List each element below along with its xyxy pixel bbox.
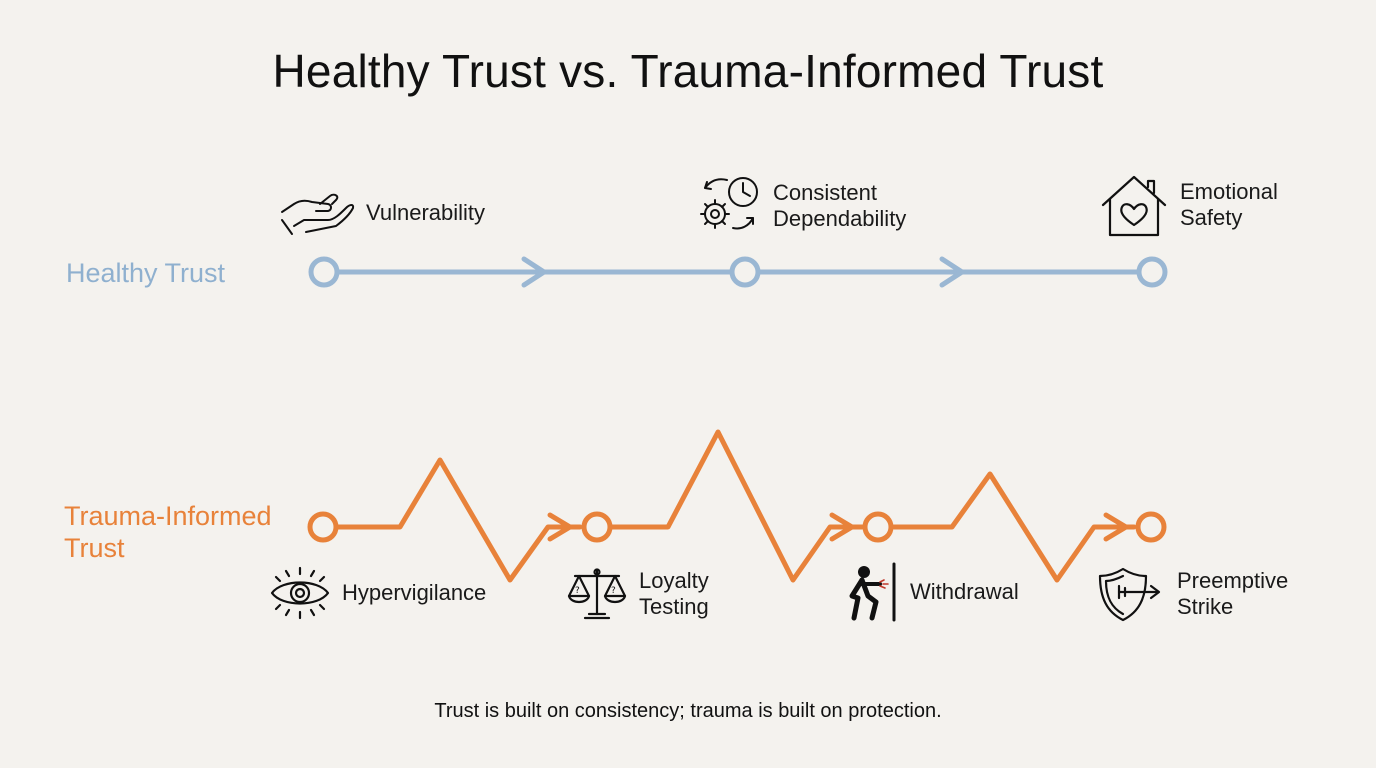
balance-scale-icon: ? ? — [567, 568, 627, 620]
step-label: Emotional Safety — [1180, 179, 1278, 230]
svg-text:?: ? — [611, 586, 616, 596]
trauma-node-4 — [1135, 511, 1167, 543]
trauma-arrow-2 — [829, 512, 855, 542]
step-consistent-dependability: Consistent Dependability — [693, 174, 906, 238]
healthy-node-2 — [729, 256, 761, 288]
step-label: Hypervigilance — [342, 580, 487, 605]
trauma-arrow-1 — [547, 512, 573, 542]
step-label: Consistent Dependability — [773, 180, 907, 231]
healthy-trust-track — [308, 256, 1168, 288]
healthy-arrow-1 — [521, 256, 547, 288]
step-label: Vulnerability — [366, 200, 486, 225]
step-vulnerability: Vulnerability — [280, 190, 485, 236]
house-heart-icon — [1101, 175, 1167, 237]
step-hypervigilance: Hypervigilance — [268, 566, 486, 620]
step-loyalty-testing: ? ? Loyalty Testing — [565, 566, 709, 622]
healthy-trust-label: Healthy Trust — [66, 258, 226, 288]
trauma-informed-trust-label: Trauma-Informed Trust — [64, 501, 272, 563]
svg-text:?: ? — [575, 586, 580, 596]
trauma-node-3 — [862, 511, 894, 543]
healthy-node-3 — [1136, 256, 1168, 288]
trauma-zigzag-3 — [891, 471, 1137, 583]
step-withdrawal: Withdrawal — [836, 562, 1019, 622]
step-emotional-safety: Emotional Safety — [1100, 173, 1278, 237]
trauma-informed-track — [307, 429, 1167, 583]
healthy-arrow-2 — [939, 256, 965, 288]
open-hand-icon — [281, 193, 355, 235]
step-label: Withdrawal — [910, 579, 1019, 604]
trauma-arrow-3 — [1103, 512, 1129, 542]
trauma-zigzag-1 — [333, 457, 583, 583]
trauma-node-2 — [581, 511, 613, 543]
caption-footer: Trust is built on consistency; trauma is… — [434, 700, 942, 722]
step-label: Preemptive Strike — [1177, 568, 1289, 619]
step-label: Loyalty Testing — [639, 568, 709, 619]
shield-arrow-icon — [1098, 567, 1161, 622]
person-pushing-wall-icon — [849, 562, 896, 622]
trauma-zigzag-2 — [609, 429, 865, 583]
trauma-node-1 — [307, 511, 339, 543]
page-title: Healthy Trust vs. Trauma-Informed Trust — [272, 45, 1104, 97]
eye-icon — [270, 566, 330, 620]
gear-clock-cycle-icon — [700, 177, 758, 230]
healthy-node-1 — [308, 256, 340, 288]
step-preemptive-strike: Preemptive Strike — [1097, 566, 1288, 622]
